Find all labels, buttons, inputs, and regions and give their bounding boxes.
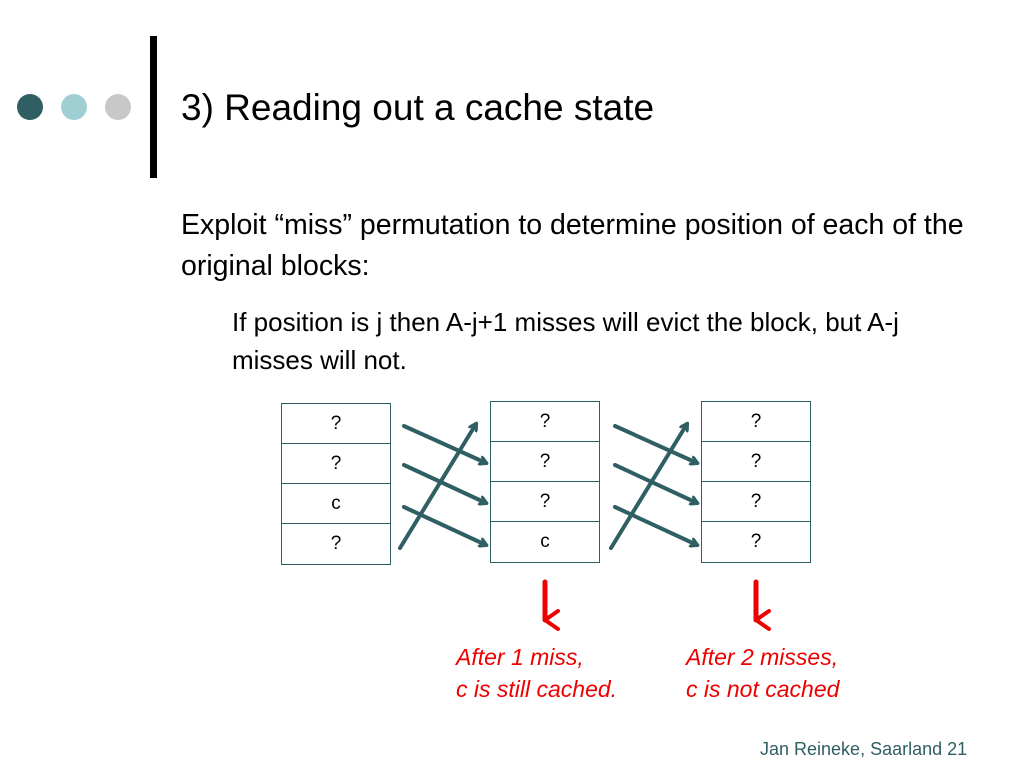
title-divider [150,36,157,178]
arrow-shift-down [613,505,697,545]
arrow-shift-down [613,424,697,463]
arrow-shift-down [402,505,486,545]
body-text: Exploit “miss” permutation to determine … [181,209,964,282]
cache-cell: ? [702,442,810,482]
note-line: After 2 misses, [686,644,839,670]
arrow-shift-down [402,463,486,503]
arrow-shift-down [613,463,697,503]
cache-state-after-1-miss: ? ? ? c [490,401,600,563]
note-line: c is still cached. [456,676,618,702]
note-after-1-miss: After 1 miss, c is still cached. [456,641,617,705]
cache-cell: ? [282,404,390,444]
cache-state-initial: ? ? c ? [281,403,391,565]
cache-state-after-2-misses: ? ? ? ? [701,401,811,563]
cache-cell: ? [491,442,599,482]
sub-bullet-text: If position is j then A-j+1 misses will … [232,307,899,375]
decor-dot-dark [17,94,43,120]
footer-credit: Jan Reineke, Saarland 21 [760,739,968,759]
decor-dot-gray [105,94,131,120]
decor-dot-light [61,94,87,120]
cache-cell: ? [702,482,810,522]
cache-cell: ? [282,444,390,484]
cache-cell: ? [330,533,342,554]
note-line: After 1 miss, [456,644,584,670]
cache-cell: c [540,531,550,552]
cache-cell: ? [491,402,599,442]
cache-cell: c [282,484,390,524]
arrow-shift-down [402,424,486,463]
slide-title: 3) Reading out a cache state [181,87,655,128]
cache-cell: ? [702,402,810,442]
cache-cell: ? [491,482,599,522]
note-after-2-misses: After 2 misses, c is not cached [686,641,839,705]
cache-cell: ? [750,531,762,552]
note-line: c is not cached [686,676,840,702]
arrow-evict-to-top [398,424,476,550]
arrow-evict-to-top [609,424,687,550]
